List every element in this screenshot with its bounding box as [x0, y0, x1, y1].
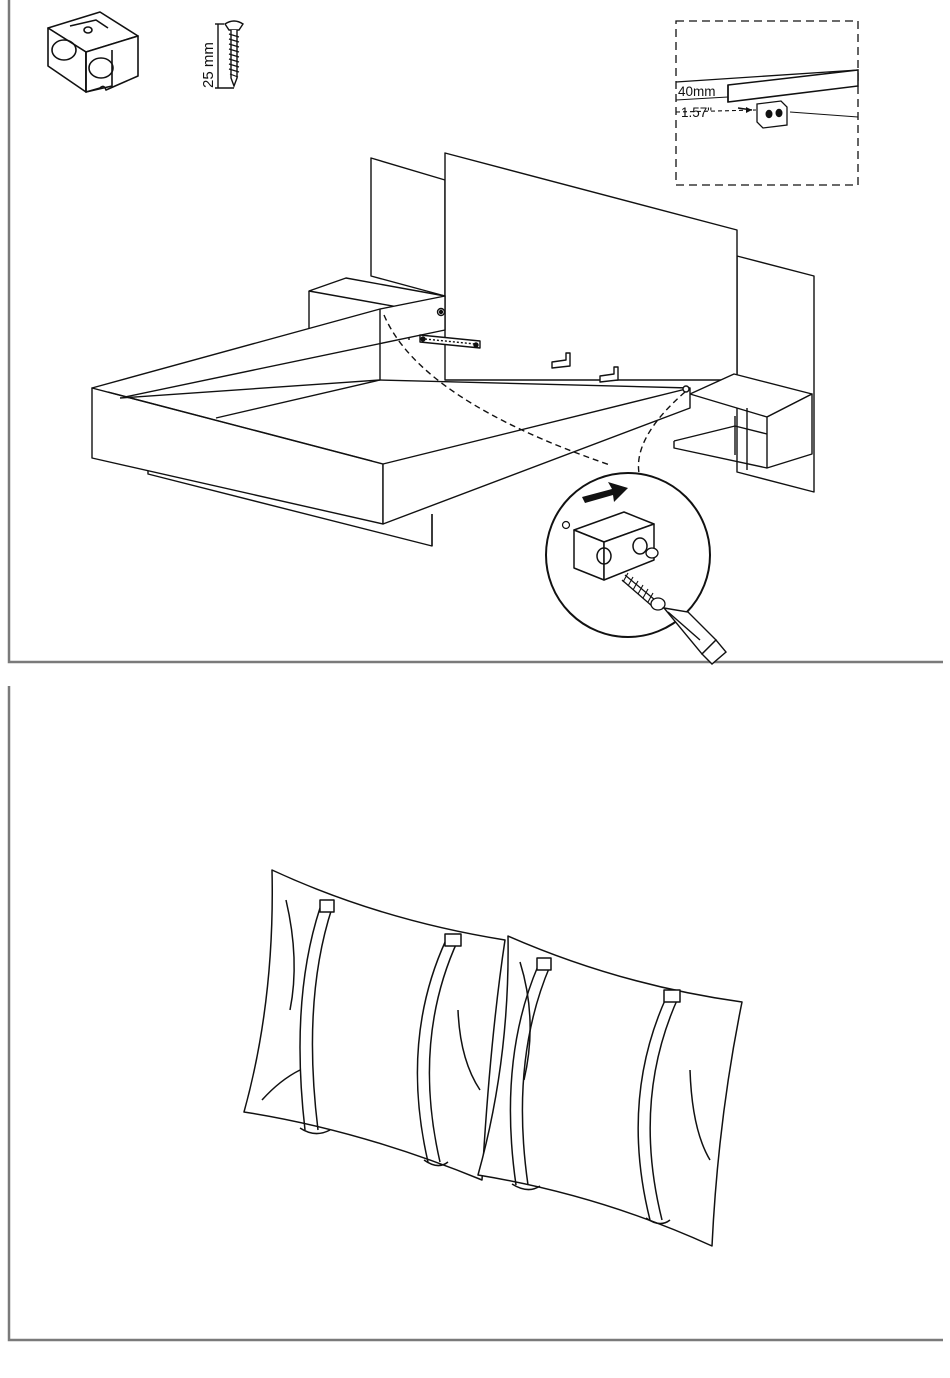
gap-metric-label: 40mm — [678, 84, 716, 99]
screw-icon — [215, 21, 243, 88]
pillow-with-straps-icon — [244, 870, 505, 1180]
connector-detail-icon — [757, 101, 787, 128]
screwdriver-icon — [664, 608, 726, 664]
bed-assembly-illustration — [92, 153, 814, 546]
connector-block-icon — [48, 12, 138, 92]
step-panel-2 — [9, 686, 943, 1340]
gap-imperial-label: 1.57" — [681, 105, 712, 120]
screw-length-label: 25 mm — [200, 42, 217, 88]
step-panel-1: 25 mm 40mm 1.57" — [9, 0, 943, 664]
zoom-detail-circle — [546, 473, 726, 664]
pillow-with-straps-icon — [478, 936, 742, 1246]
detail-inset: 40mm 1.57" — [676, 21, 858, 185]
